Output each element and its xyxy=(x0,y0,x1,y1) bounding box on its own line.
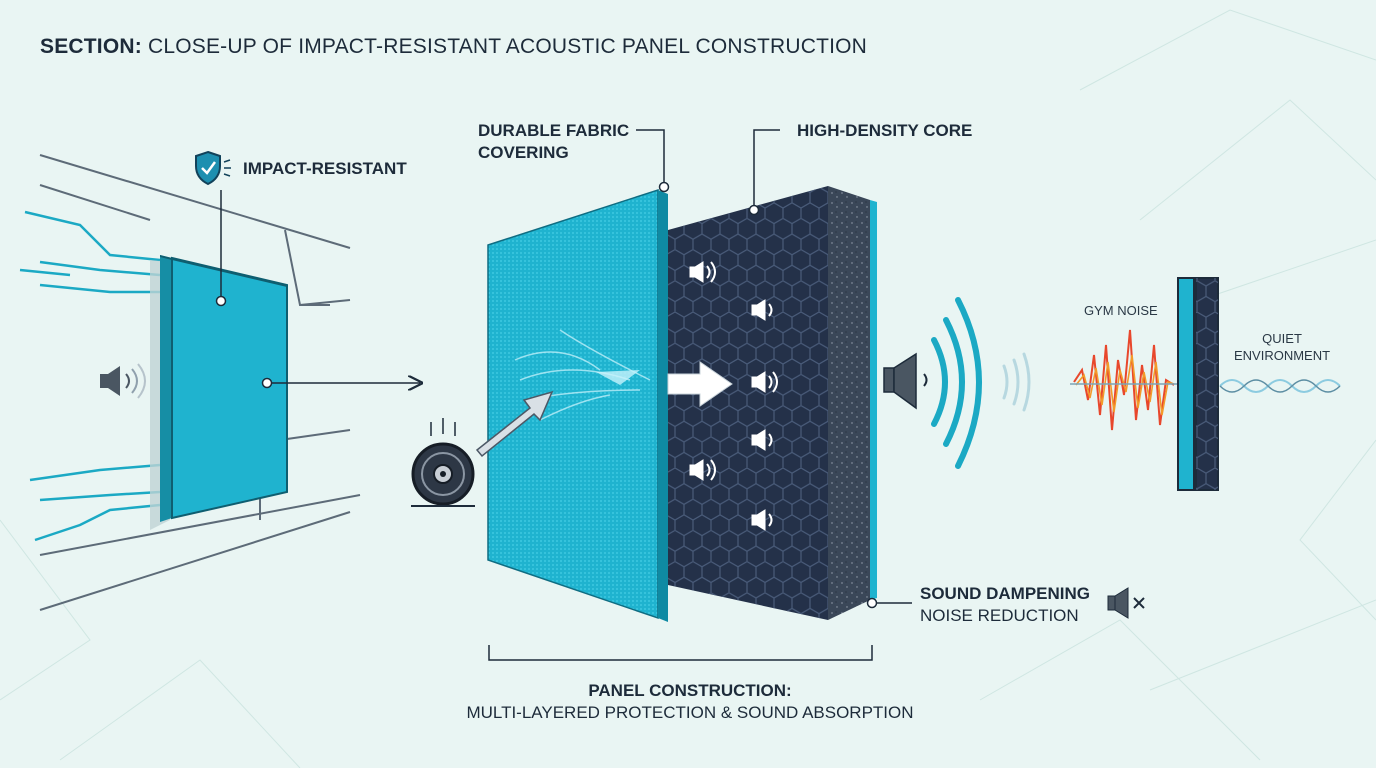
sound-dampening-label: SOUND DAMPENING NOISE REDUCTION xyxy=(920,583,1090,627)
impact-resistant-label: IMPACT-RESISTANT xyxy=(243,159,407,178)
speaker-muted-icon xyxy=(1107,587,1145,619)
title-prefix: SECTION: xyxy=(40,35,142,58)
transmission-arrow xyxy=(667,361,733,407)
fabric-covering-label: DURABLE FABRIC COVERING xyxy=(478,120,629,164)
left-acoustic-panel xyxy=(150,255,288,530)
noise-waveform xyxy=(1070,329,1178,431)
quiet-label-line1: QUIET xyxy=(1262,331,1302,346)
quiet-environment-label: QUIET ENVIRONMENT xyxy=(1234,330,1330,364)
high-density-core-layer xyxy=(668,186,877,620)
core-label: HIGH-DENSITY CORE xyxy=(797,121,973,140)
dampening-subtitle: NOISE REDUCTION xyxy=(920,606,1079,625)
core-callout-line xyxy=(748,129,780,216)
impact-callout-line xyxy=(215,190,227,307)
fabric-label-line1: DURABLE FABRIC xyxy=(478,121,630,140)
zoom-connector-arrow xyxy=(261,379,421,388)
weight-plate-icon xyxy=(411,418,475,507)
wall-perspective-lines xyxy=(39,154,361,611)
page-title: SECTION: CLOSE-UP OF IMPACT-RESISTANT AC… xyxy=(40,35,867,59)
quiet-waveform xyxy=(1219,379,1341,393)
construction-subtitle: MULTI-LAYERED PROTECTION & SOUND ABSORPT… xyxy=(466,703,914,722)
output-speaker-icon xyxy=(883,352,928,410)
circuit-lines xyxy=(19,210,161,542)
speaker-icon xyxy=(100,363,146,399)
impact-arrow xyxy=(475,390,554,458)
shield-check-icon xyxy=(195,150,231,186)
dampening-callout-line xyxy=(866,597,912,609)
fabric-covering-layer xyxy=(487,188,668,622)
sound-wave-icon xyxy=(931,297,1031,469)
gym-noise-label: GYM NOISE xyxy=(1084,303,1158,318)
fabric-label-line2: COVERING xyxy=(478,143,569,162)
core-speaker-icons xyxy=(689,261,778,531)
dampening-title: SOUND DAMPENING xyxy=(920,584,1091,603)
panel-construction-caption: PANEL CONSTRUCTION: MULTI-LAYERED PROTEC… xyxy=(440,680,940,724)
background-geometry xyxy=(0,9,1376,768)
quiet-label-line2: ENVIRONMENT xyxy=(1234,348,1331,363)
mini-panel-section xyxy=(1177,277,1219,491)
fabric-callout-line xyxy=(636,129,670,193)
title-text: CLOSE-UP OF IMPACT-RESISTANT ACOUSTIC PA… xyxy=(147,35,868,58)
construction-title: PANEL CONSTRUCTION: xyxy=(588,681,792,700)
construction-bracket xyxy=(488,645,873,661)
